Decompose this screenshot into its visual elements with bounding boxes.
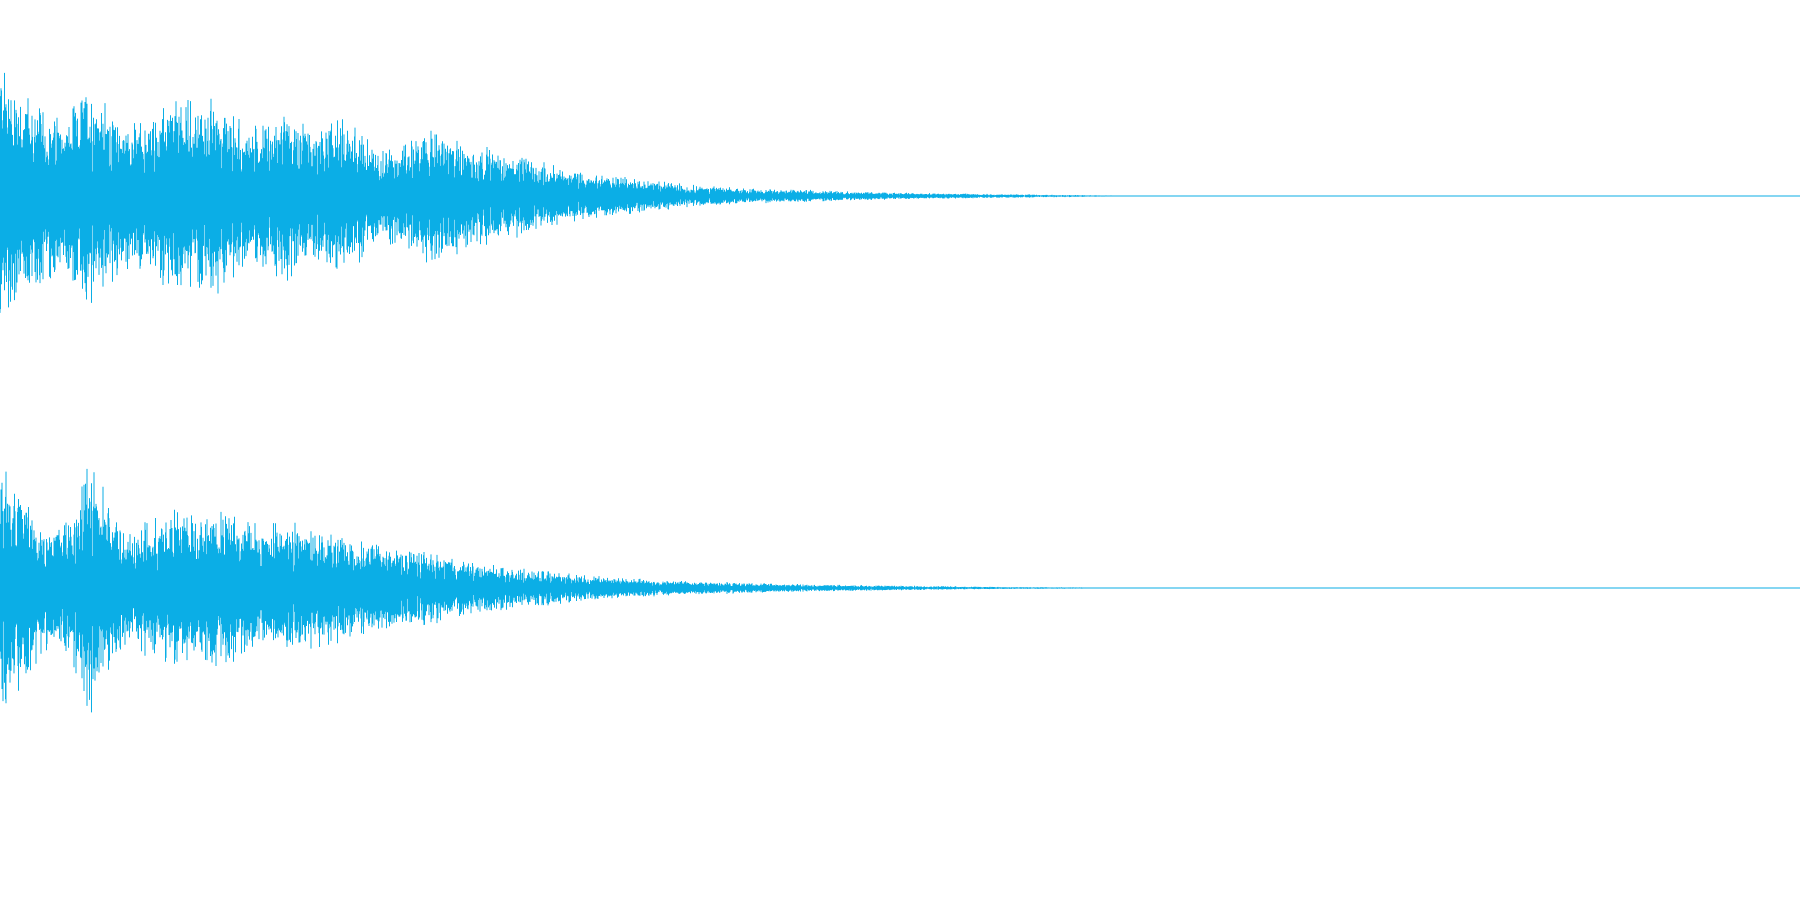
waveform-channel-1 (0, 72, 1800, 313)
channel-2-waveform (0, 468, 1185, 713)
channel-1-waveform (0, 72, 1190, 313)
waveform-channel-2 (0, 468, 1800, 713)
